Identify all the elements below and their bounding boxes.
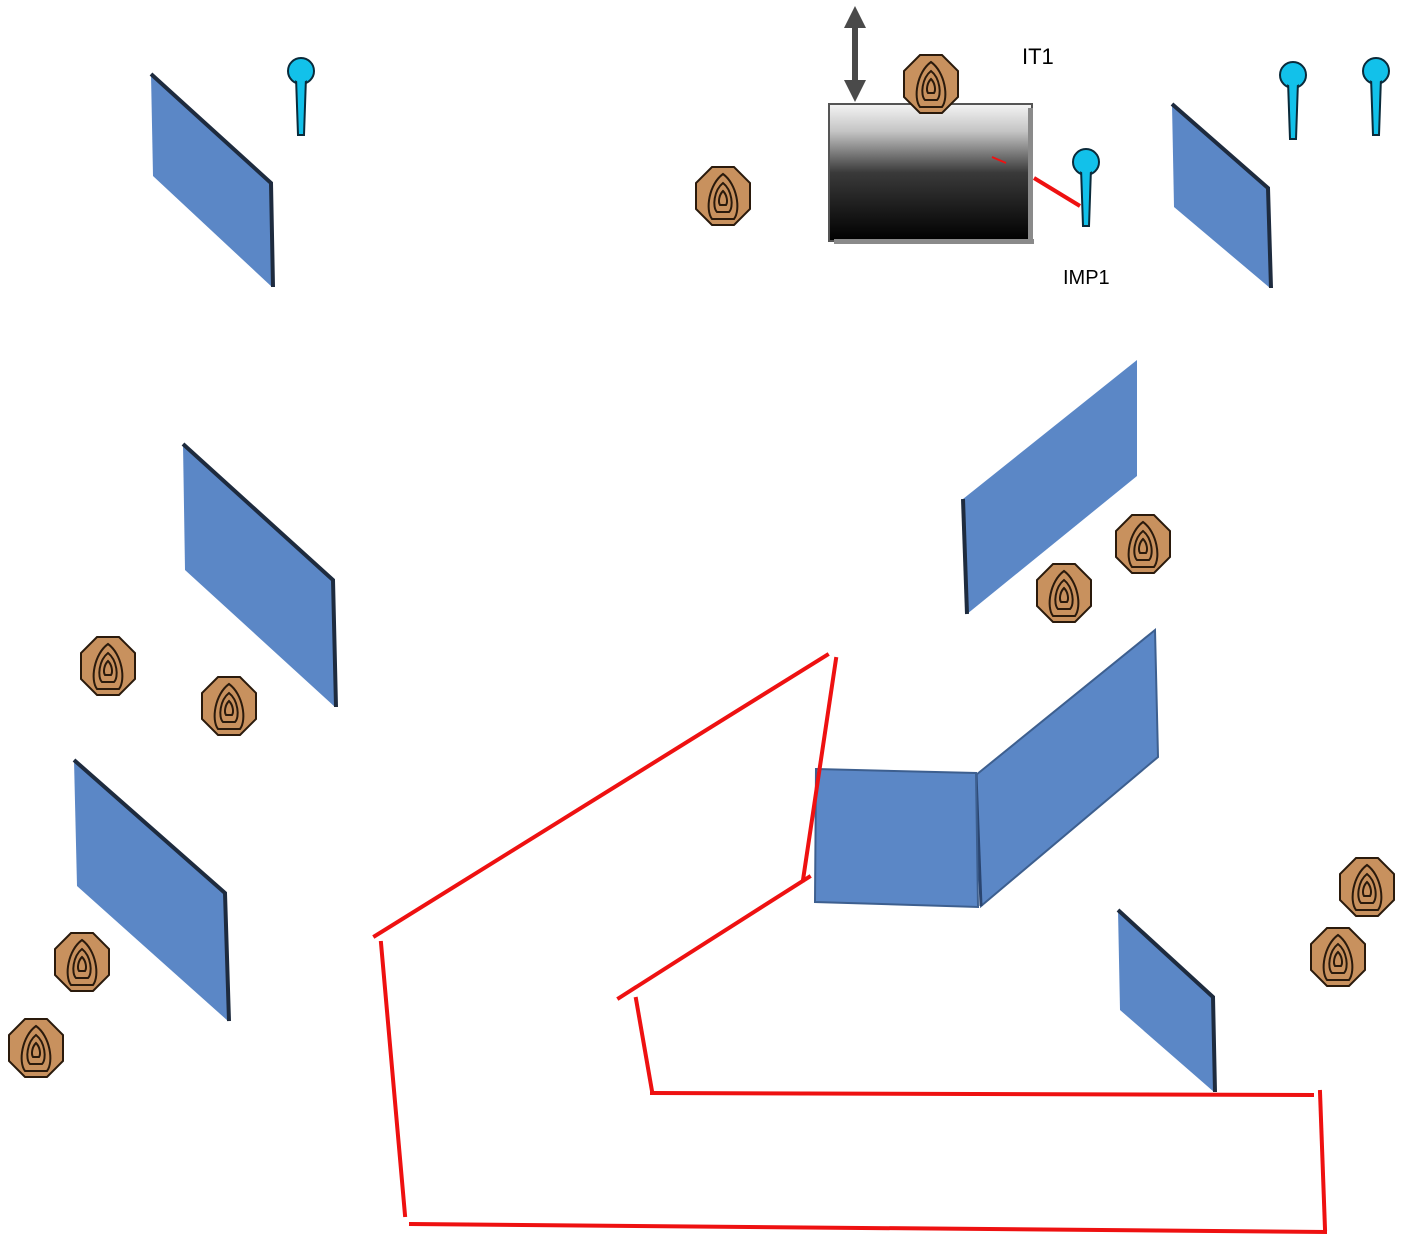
steel-popper-icon: [1362, 57, 1390, 136]
wall: [183, 444, 335, 707]
paper-target-icon: [1036, 563, 1092, 623]
fault-line: [616, 874, 812, 1001]
wall: [1172, 104, 1270, 288]
mover-box: [828, 103, 1033, 242]
paper-target-icon: [1115, 514, 1171, 574]
label-imp1: IMP1: [1063, 267, 1110, 289]
fault-line: [372, 652, 830, 939]
paper-target-icon: [903, 54, 959, 114]
steel-popper-icon: [1072, 148, 1100, 227]
activator-cable: [1032, 176, 1082, 208]
walls: [72, 72, 1273, 1093]
wall-edge: [181, 442, 338, 708]
wall-edge: [1170, 102, 1273, 289]
wall: [1118, 910, 1214, 1092]
label-it1: IT1: [1022, 44, 1054, 69]
wall: [151, 74, 272, 287]
double-arrow-icon: [844, 6, 866, 102]
paper-target-icon: [54, 932, 110, 992]
fault-line: [1317, 1089, 1328, 1232]
wall-edge: [149, 72, 275, 288]
steel-popper-icon: [287, 57, 315, 136]
wall: [74, 760, 228, 1021]
fault-line: [408, 1221, 1328, 1235]
fault-lines: [372, 652, 1328, 1235]
wall-edge: [961, 498, 969, 615]
fault-line: [378, 940, 408, 1218]
fault-line: [633, 996, 655, 1094]
paper-target-icon: [8, 1018, 64, 1078]
paper-target-icon: [695, 166, 751, 226]
wall: [963, 360, 1137, 614]
wall-edge: [72, 758, 231, 1022]
fault-line: [800, 656, 839, 883]
wall-edge: [1116, 908, 1217, 1093]
wall: [974, 627, 1160, 909]
fault-line: [649, 1090, 1315, 1098]
wall-front: [813, 767, 980, 909]
paper-target-icon: [80, 636, 136, 696]
paper-target-icon: [201, 676, 257, 736]
paper-target-icon: [1339, 857, 1395, 917]
mover: [828, 6, 1082, 244]
steel-popper-icon: [1279, 61, 1307, 140]
paper-target-icon: [1310, 927, 1366, 987]
